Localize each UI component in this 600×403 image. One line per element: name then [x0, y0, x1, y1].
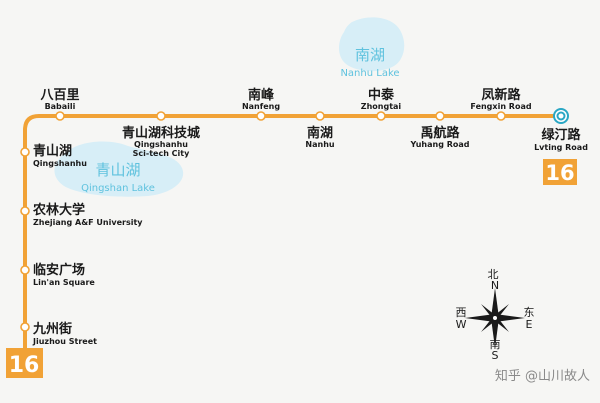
station-marker	[20, 206, 30, 216]
station-name-cn: 临安广场	[33, 262, 85, 278]
compass-east-cn: 东	[524, 306, 535, 319]
compass-arrow-ne	[495, 304, 509, 318]
station-name-cn: 九州街	[32, 321, 72, 337]
station-name-en-line1: Qingshanhu	[134, 140, 188, 149]
station-marker	[496, 111, 506, 121]
station-name-en: Fengxin Road	[470, 102, 531, 111]
station-name-cn: 绿汀路	[541, 127, 581, 143]
station-zhongtai[interactable]: 中泰 Zhongtai	[361, 87, 402, 121]
station-name-en: Babaili	[45, 102, 76, 111]
compass-north-en: N	[491, 279, 499, 292]
compass-arrow-sw	[481, 318, 495, 332]
line-number: 16	[545, 161, 574, 185]
qingshan-lake-label-cn: 青山湖	[95, 161, 140, 179]
station-marker	[256, 111, 266, 121]
station-name-cn: 南湖	[307, 125, 333, 141]
station-linan-square[interactable]: 临安广场 Lin'an Square	[20, 262, 95, 287]
compass-arrow-se	[495, 318, 509, 332]
compass-south-en: S	[492, 349, 499, 362]
station-marker	[376, 111, 386, 121]
compass-east-en: E	[526, 318, 533, 331]
compass-west-en: W	[456, 318, 467, 331]
station-jiuzhou[interactable]: 九州街 Jiuzhou Street	[20, 321, 97, 346]
station-zhejiang-af-university[interactable]: 农林大学 Zhejiang A&F University	[20, 202, 143, 227]
station-yuhang-road[interactable]: 禹航路 Yuhang Road	[410, 111, 470, 149]
station-fengxin-road[interactable]: 凤新路 Fengxin Road	[470, 87, 532, 121]
line-16-badge-end: 16	[543, 159, 577, 185]
compass-arrow-s	[491, 318, 499, 348]
station-name-cn: 农林大学	[32, 202, 85, 218]
station-name-en: Yuhang Road	[410, 140, 470, 149]
compass-arrow-w	[465, 314, 495, 322]
station-qingshanhu-sci-tech-city[interactable]: 青山湖科技城 Qingshanhu Sci-tech City	[122, 111, 200, 158]
station-marker	[20, 265, 30, 275]
line-number: 16	[9, 353, 40, 378]
station-marker	[55, 111, 65, 121]
station-name-en: Qingshanhu	[33, 159, 87, 168]
station-marker	[315, 111, 325, 121]
station-name-en: Lin'an Square	[33, 278, 95, 287]
qingshan-lake-shape	[54, 141, 184, 197]
compass-west-cn: 西	[456, 306, 467, 319]
nanhu-lake-label-en: Nanhu Lake	[340, 68, 399, 79]
compass-north-cn: 北	[488, 268, 499, 281]
station-name-en: Zhongtai	[361, 102, 402, 111]
station-name-cn: 八百里	[39, 88, 79, 103]
station-marker	[20, 147, 30, 157]
compass-south-cn: 南	[490, 338, 501, 351]
station-name-cn: 禹航路	[420, 125, 460, 141]
station-nanhu[interactable]: 南湖 Nanhu	[305, 111, 335, 149]
station-babaili[interactable]: 八百里 Babaili	[39, 88, 80, 121]
compass-arrow-nw	[481, 304, 495, 318]
compass-arrow-n	[491, 288, 499, 318]
station-name-cn: 青山湖科技城	[122, 125, 200, 141]
station-name-cn: 青山湖	[33, 143, 72, 159]
compass-center	[493, 316, 497, 320]
station-lvting-road[interactable]: 绿汀路 Lvting Road	[534, 108, 588, 152]
metro-line-16-track	[23, 114, 562, 354]
station-nanfeng[interactable]: 南峰 Nanfeng	[242, 87, 280, 121]
nanhu-lake-label-cn: 南湖	[355, 46, 385, 64]
station-name-en: Jiuzhou Street	[32, 337, 97, 346]
station-marker	[20, 322, 30, 332]
station-name-en: Zhejiang A&F University	[33, 218, 143, 227]
station-name-en-line2: Sci-tech City	[133, 149, 190, 158]
station-name-en: Nanhu	[305, 140, 334, 149]
nanhu-lake-shape	[339, 17, 405, 72]
station-marker	[156, 111, 166, 121]
qingshan-lake-label-en: Qingshan Lake	[81, 183, 155, 194]
station-marker	[435, 111, 445, 121]
station-name-en: Nanfeng	[242, 102, 280, 111]
station-name-cn: 南峰	[248, 87, 275, 103]
compass-arrow-e	[495, 314, 525, 322]
station-name-cn: 凤新路	[481, 87, 521, 103]
terminal-inner-ring	[556, 111, 566, 121]
watermark: 知乎 @山川故人	[495, 368, 590, 384]
station-name-cn: 中泰	[368, 87, 395, 103]
line-16-badge-start: 16	[6, 348, 43, 378]
station-name-en: Lvting Road	[534, 143, 588, 152]
station-qingshanhu[interactable]: 青山湖 Qingshanhu	[20, 143, 87, 168]
compass-rose: 北 N 南 S 东 E 西 W	[456, 268, 535, 362]
